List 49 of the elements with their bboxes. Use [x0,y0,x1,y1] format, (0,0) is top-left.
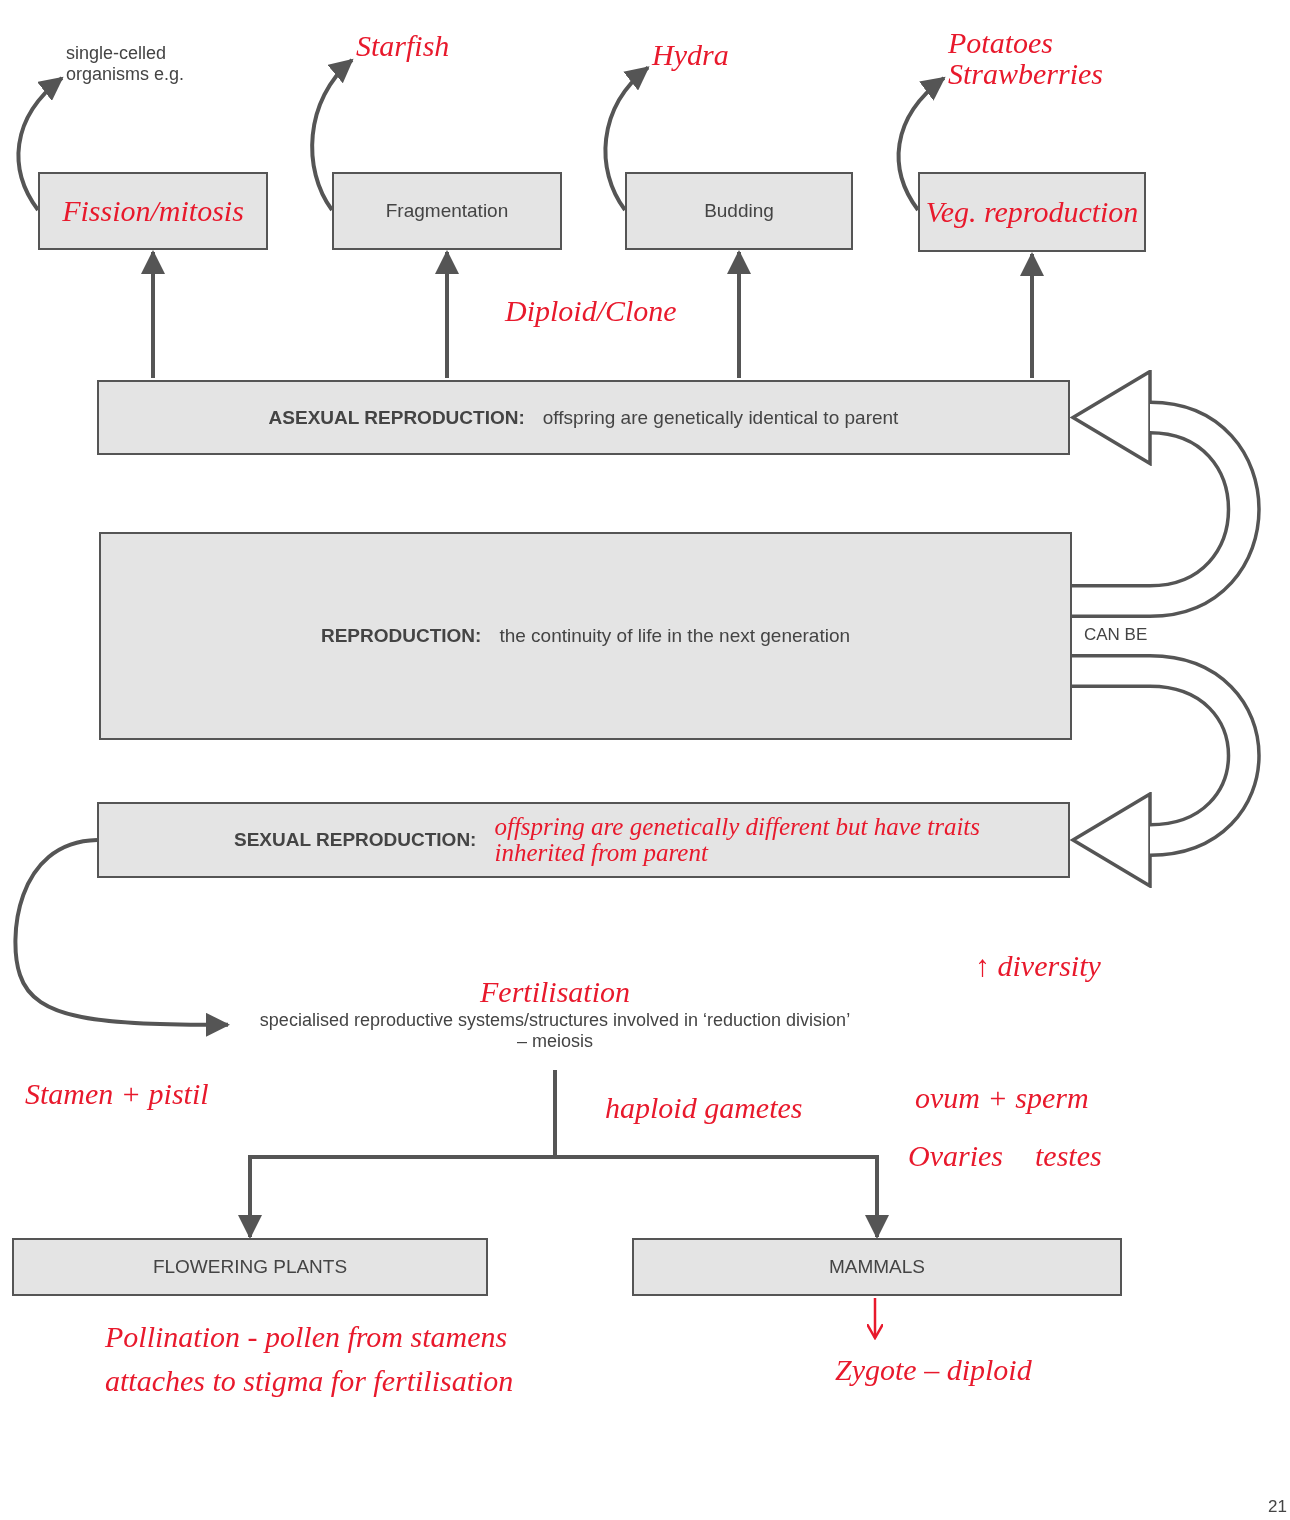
process-box [625,172,853,250]
handwritten-note: Starfish [356,30,450,62]
box-label: Fragmentation [385,200,509,222]
handwritten-note: ↑ diversity [975,950,1101,982]
box-heading: ASEXUAL REPRODUCTION: [268,406,525,429]
process-box [97,380,1070,455]
arrow [553,1070,889,1239]
arrow [727,250,751,378]
arrow [603,66,650,212]
handwritten-note: Potatoes Strawberries [948,26,1104,90]
handwritten-note: Hydra [652,39,729,71]
handwritten-note: Ovaries [908,1140,1003,1172]
handwritten-note: Zygote – diploid [835,1354,1032,1386]
process-box [99,532,1072,740]
arrow [13,838,230,1037]
handwritten-note: Stamen + pistil [25,1078,209,1110]
arrow [310,58,354,212]
example-caption: single-celled organisms e.g. [66,43,186,85]
handwritten-note: Fertilisation [480,976,630,1008]
box-heading: REPRODUCTION: [320,625,482,647]
arrow [16,76,64,212]
handwritten-note: offspring are genetically different but have traits inherited from parent [494,813,982,867]
process-description: specialised reproductive systems/structures involved in ‘reduction division’ – meiosis [258,1009,852,1052]
page-number: 21 [1268,1497,1287,1517]
connector-label: CAN BE [1084,625,1148,645]
handwritten-note: Fission/mitosis [62,195,244,227]
box-label: FLOWERING PLANTS [152,1256,348,1278]
arrow [141,250,165,378]
handwritten-note: ovum + sperm [915,1082,1089,1114]
box-description: offspring are genetically identical to parent [542,406,899,429]
box-description: the continuity of life in the next generation [499,625,851,647]
box-label: MAMMALS [828,1256,926,1278]
arrow [1020,252,1044,378]
handwritten-note: Veg. reproduction [925,196,1139,228]
process-box [12,1238,488,1296]
box-heading: SEXUAL REPRODUCTION: [234,829,477,851]
process-box [97,802,1070,878]
arrow [865,1298,885,1340]
arrow [896,76,946,212]
box-label: Budding [704,200,774,222]
process-box [38,172,268,250]
arrow [435,250,459,378]
process-box [918,172,1146,252]
process-box [632,1238,1122,1296]
handwritten-note: Diploid/Clone [505,295,677,327]
handwritten-note: haploid gametes [605,1092,803,1124]
handwritten-note: Pollination - pollen from stamens attaches to stigma for fertilisation [105,1319,515,1399]
handwritten-note: testes [1035,1140,1102,1172]
process-box [332,172,562,250]
